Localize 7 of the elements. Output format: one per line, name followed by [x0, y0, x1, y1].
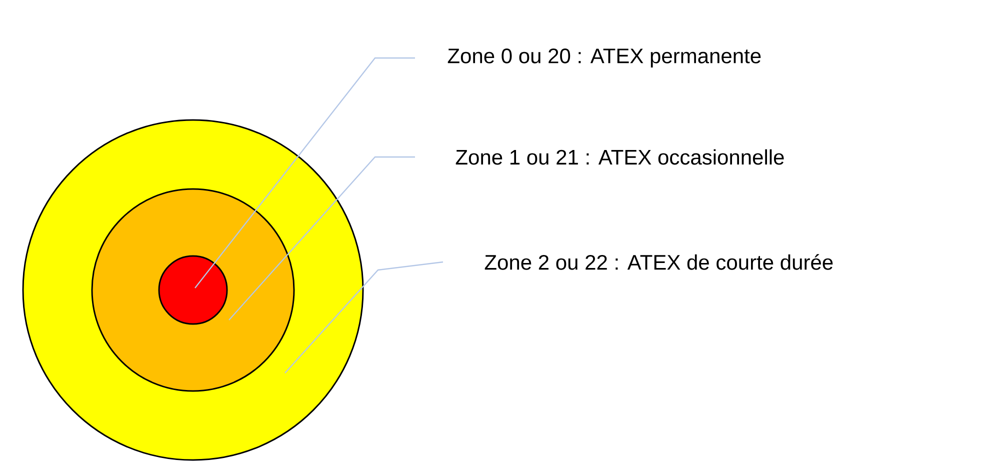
zone-label: Zone 0 ou 20 : ATEX permanente	[448, 48, 761, 68]
leader-line	[284, 261, 444, 374]
leader-line	[194, 57, 415, 288]
zone-label: Zone 2 ou 22 : ATEX de courte durée	[484, 254, 833, 270]
zone-circle	[158, 255, 228, 325]
leader-line	[228, 156, 415, 320]
zone-label: Zone 1 ou 21 : ATEX occasionnelle	[456, 149, 784, 165]
